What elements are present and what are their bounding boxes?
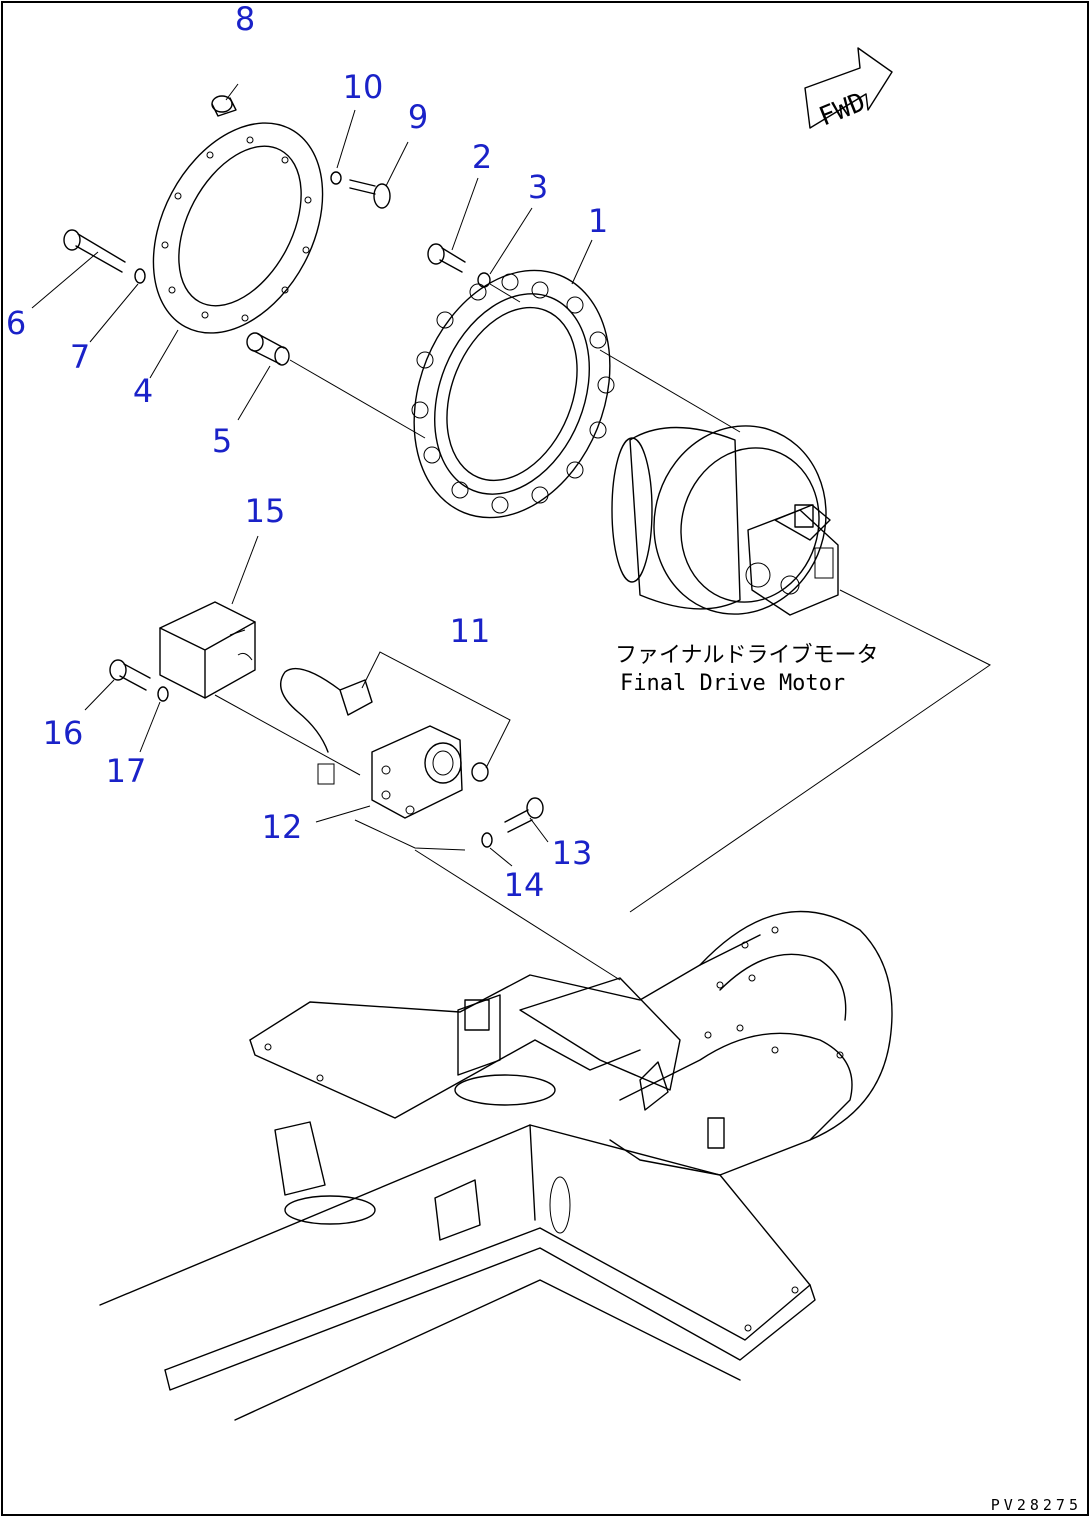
motor-label-en: Final Drive Motor (620, 671, 845, 696)
part-6-bolt (63, 229, 126, 273)
leader-11 (361, 651, 511, 769)
leader-14 (489, 847, 513, 867)
callout-11: 11 (450, 612, 491, 650)
callout-8: 8 (235, 0, 255, 38)
cover-axis-line (214, 694, 361, 776)
leader-5 (237, 365, 271, 421)
leader-15 (231, 535, 259, 605)
callout-1: 1 (588, 202, 608, 240)
leader-9 (385, 141, 409, 187)
callout-2: 2 (472, 138, 492, 176)
part-9-bolt (349, 179, 391, 209)
part-14-washer (481, 832, 493, 848)
leader-16 (84, 679, 115, 711)
part-16-bolt (109, 659, 151, 691)
callout-7: 7 (70, 338, 90, 376)
callout-3: 3 (528, 168, 548, 206)
leader-4 (149, 329, 179, 379)
leader-7 (89, 283, 139, 343)
part-7-washer (134, 268, 146, 284)
leader-2 (451, 177, 479, 251)
motor-mount-line (629, 589, 991, 913)
callout-14: 14 (504, 866, 545, 904)
part-5-pin (246, 332, 290, 366)
bracket-axis-line (354, 819, 466, 851)
part-17-washer (157, 686, 169, 702)
callout-5: 5 (212, 422, 232, 460)
final-drive-motor (611, 425, 839, 616)
callout-4: 4 (133, 372, 153, 410)
leader-3 (489, 207, 533, 275)
leader-8 (225, 83, 239, 101)
bracket-mount-line (414, 849, 621, 981)
leader-6 (31, 251, 99, 309)
part-8-bushing (211, 95, 237, 117)
part-4-flange-ring (152, 122, 324, 334)
drawing-code: PV28275 (991, 1496, 1082, 1514)
pin-axis-line (289, 359, 426, 439)
callout-12: 12 (262, 808, 303, 846)
callout-16: 16 (43, 714, 84, 752)
callout-10: 10 (343, 68, 384, 106)
part-13-bolt (504, 797, 544, 833)
callout-9: 9 (408, 98, 428, 136)
motor-label-jp: ファイナルドライブモータ (615, 643, 879, 668)
callout-6: 6 (6, 304, 26, 342)
part-12-bracket (371, 725, 489, 819)
callout-13: 13 (552, 834, 593, 872)
part-10-washer (330, 171, 342, 185)
track-frame (99, 910, 893, 1421)
bolt-axis-line (489, 283, 521, 303)
part-11-sensor (280, 667, 373, 785)
leader-1 (571, 239, 593, 285)
fwd-label: FWD (815, 87, 870, 132)
sprocket-axis-line (599, 349, 741, 433)
callout-17: 17 (106, 752, 147, 790)
leader-12 (315, 805, 371, 823)
fwd-arrow-icon: FWD (804, 47, 893, 133)
callout-15: 15 (245, 492, 286, 530)
leader-10 (336, 109, 356, 169)
part-1-sprocket (411, 269, 615, 519)
leader-17 (139, 701, 161, 753)
part-15-cover (159, 601, 256, 699)
part-2-bolt (427, 243, 466, 273)
leader-13 (529, 817, 549, 843)
callout-labels: 1 2 3 4 5 6 7 8 9 10 11 12 13 14 15 16 1… (6, 0, 608, 904)
